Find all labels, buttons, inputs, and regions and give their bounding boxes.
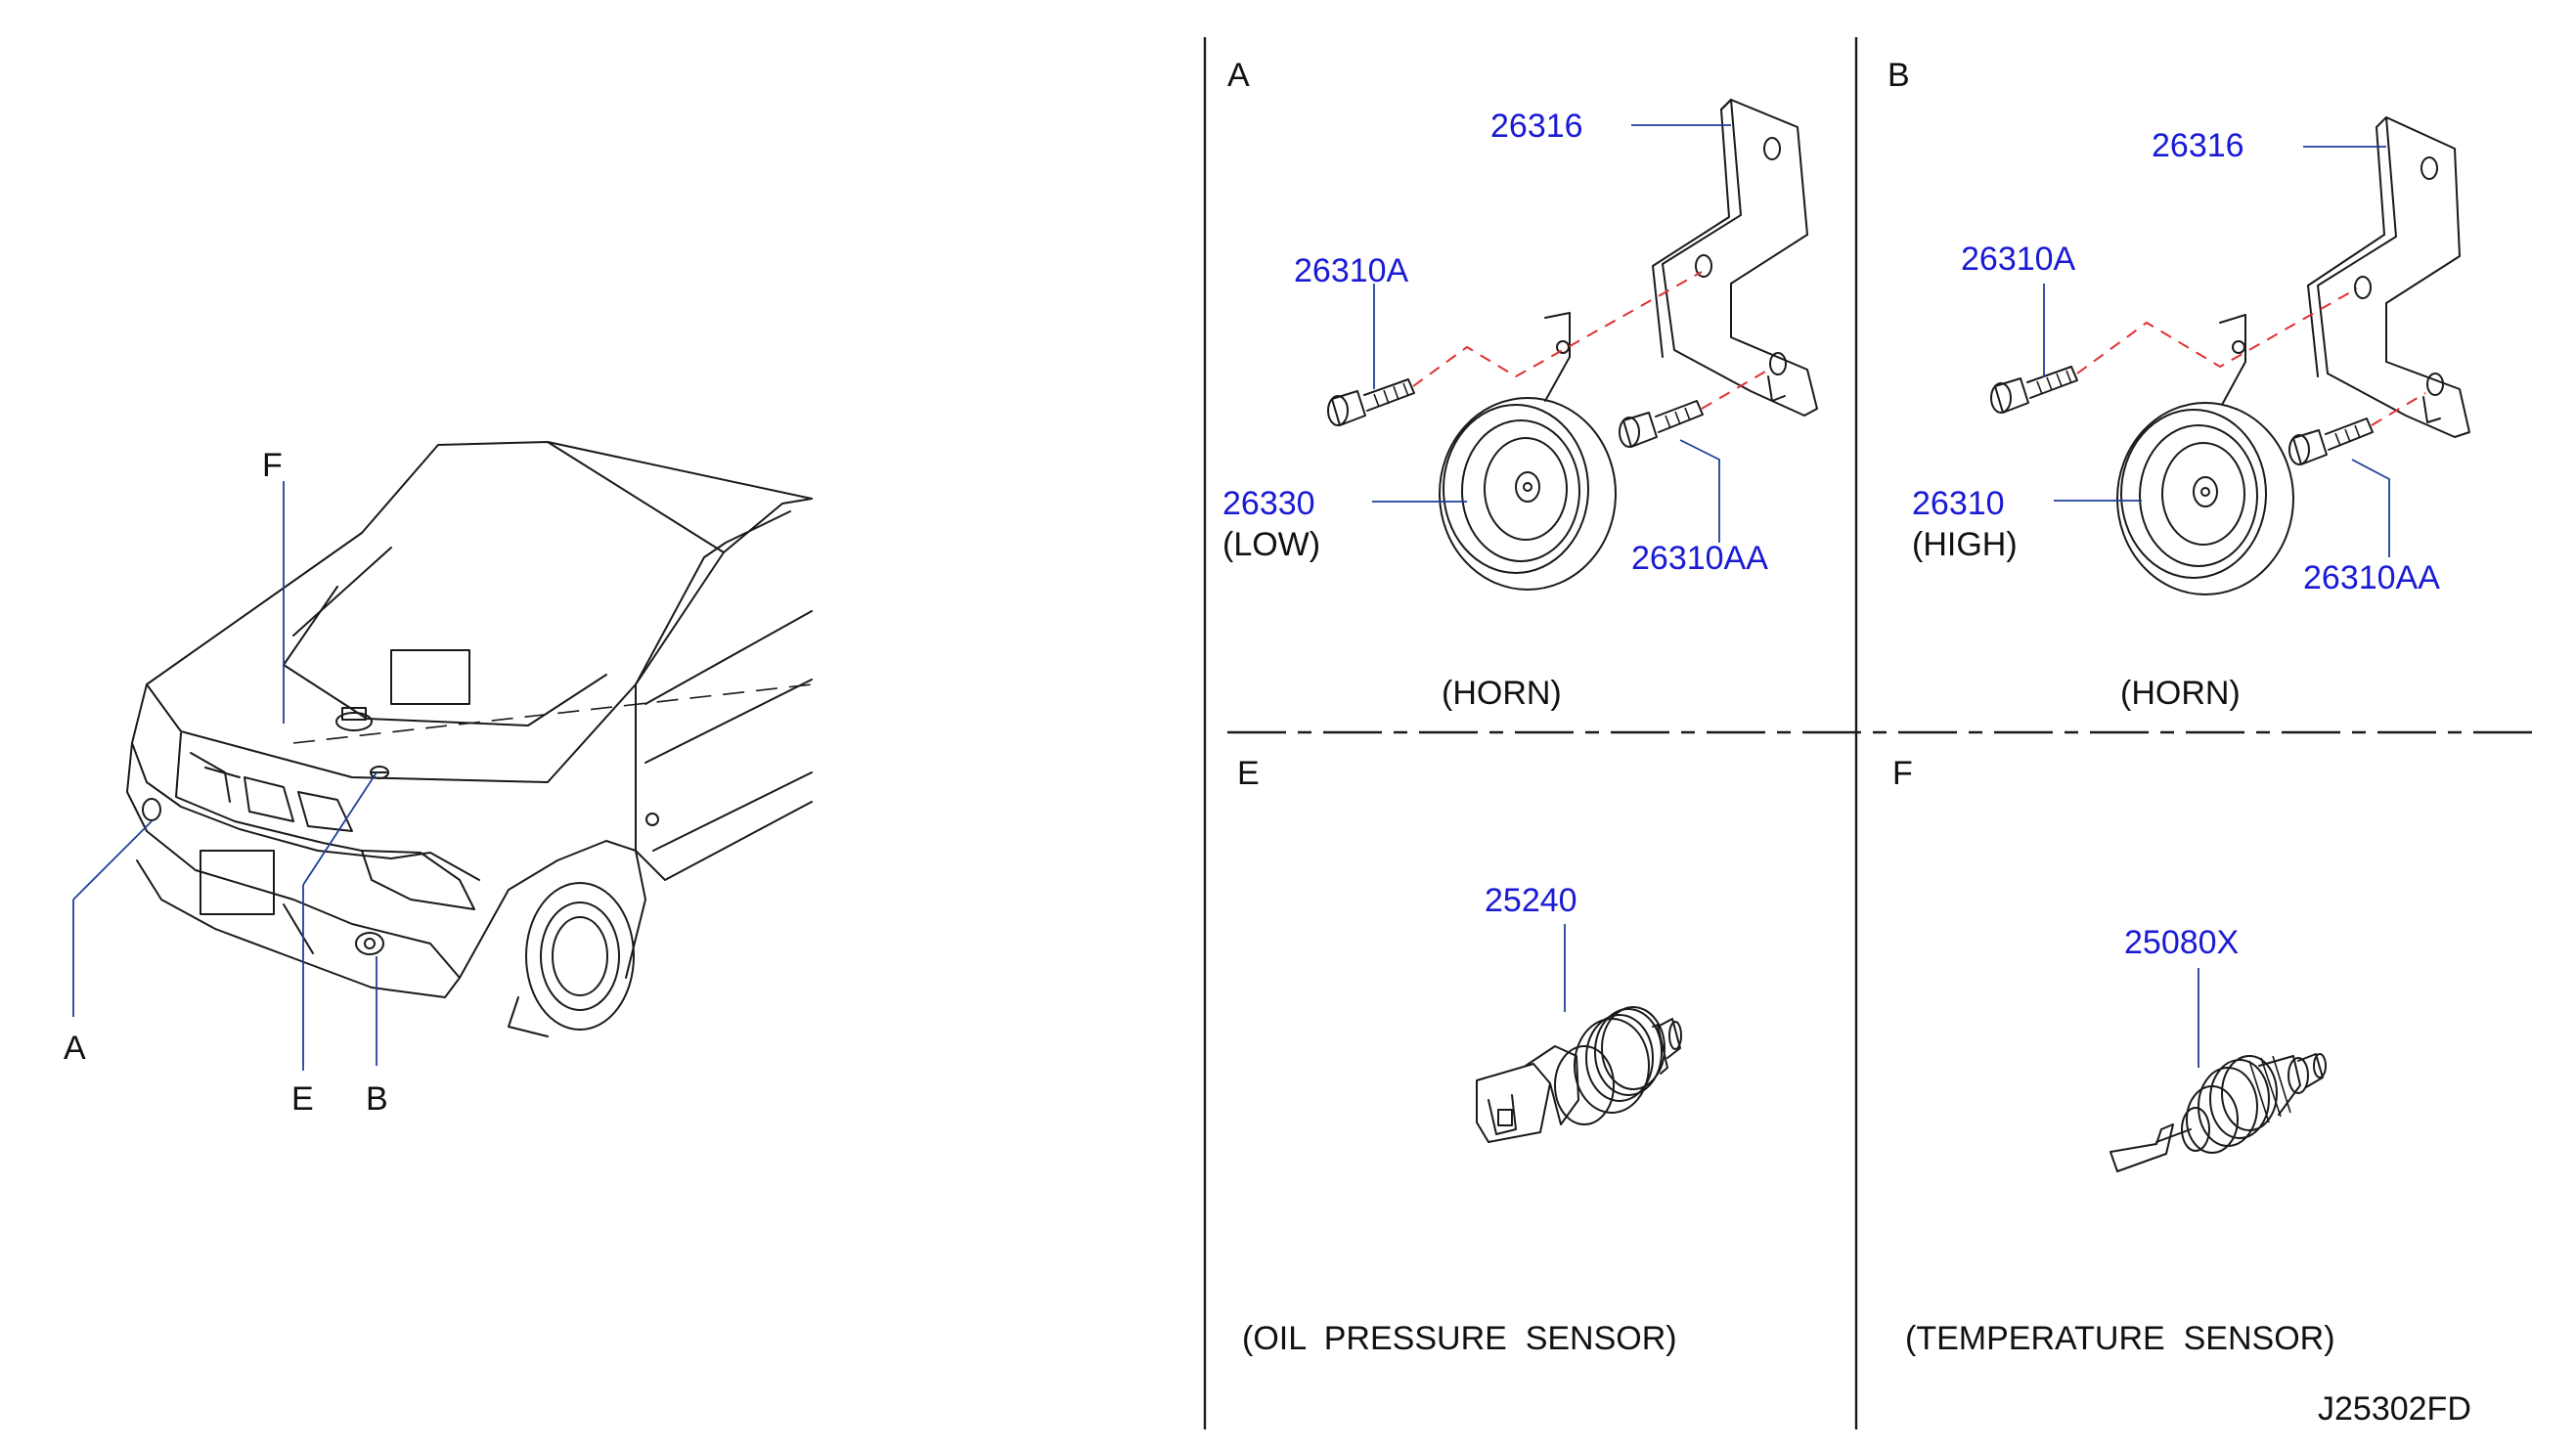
diagram-code: J25302FD	[2318, 1390, 2471, 1428]
horn-high-icon	[2116, 314, 2294, 595]
panel-e: E 25240 (OIL PRESSURE SENSOR)	[1237, 755, 1682, 1357]
part-26330: 26330	[1222, 485, 1315, 522]
horn-low-icon	[1439, 312, 1617, 591]
part-25080x: 25080X	[2124, 924, 2239, 961]
bracket-icon	[1652, 99, 1818, 417]
panel-f: F 25080X (TEMPERATURE SENSOR)	[1892, 755, 2335, 1357]
bolt-right-icon	[1619, 400, 1704, 448]
callout-b: B	[366, 1080, 388, 1118]
callout-a: A	[64, 1030, 86, 1067]
part-26310a-a: 26310A	[1294, 252, 1409, 289]
callout-f: F	[262, 447, 283, 484]
vehicle-drawing	[126, 441, 813, 1037]
panel-e-caption: (OIL PRESSURE SENSOR)	[1242, 1320, 1677, 1357]
panel-a: A	[1222, 57, 1818, 712]
panel-b-label: B	[1888, 57, 1910, 94]
panel-a-caption: (HORN)	[1442, 675, 1562, 712]
panel-b: B	[1888, 57, 2470, 712]
bracket-icon	[2307, 116, 2470, 438]
panel-e-label: E	[1237, 755, 1260, 792]
horn-low-note: (LOW)	[1222, 526, 1320, 563]
panel-f-label: F	[1892, 755, 1913, 792]
part-26310: 26310	[1912, 485, 2005, 522]
bolt-right-icon	[2288, 418, 2374, 465]
panel-frame	[1203, 37, 2541, 1429]
vehicle-callouts: F A E B	[64, 447, 388, 1118]
panel-a-label: A	[1227, 57, 1250, 94]
part-25240: 25240	[1485, 882, 1577, 919]
part-26316-b: 26316	[2152, 127, 2244, 164]
oil-pressure-sensor-icon	[1476, 1006, 1682, 1143]
part-26316-a: 26316	[1490, 108, 1583, 145]
bolt-left-icon	[1327, 378, 1415, 426]
panel-f-caption: (TEMPERATURE SENSOR)	[1905, 1320, 2335, 1357]
part-26310a-b: 26310A	[1961, 241, 2076, 278]
panel-b-caption: (HORN)	[2120, 675, 2241, 712]
part-26310aa-a: 26310AA	[1631, 540, 1768, 577]
temperature-sensor-icon	[2110, 1053, 2327, 1172]
callout-e: E	[291, 1080, 314, 1118]
bolt-left-icon	[1990, 366, 2078, 414]
part-26310aa-b: 26310AA	[2303, 559, 2440, 596]
horn-high-note: (HIGH)	[1912, 526, 2018, 563]
